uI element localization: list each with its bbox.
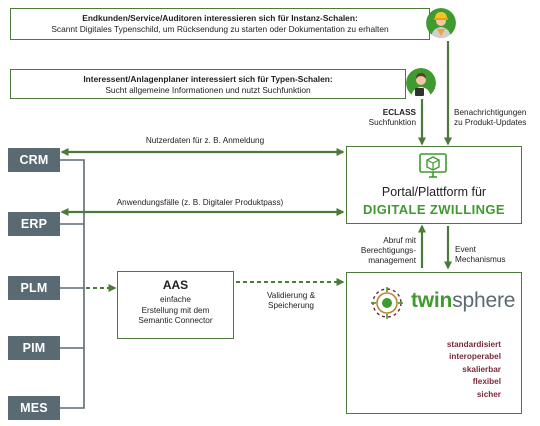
system-mes: MES [8, 396, 60, 420]
system-crm: CRM [8, 148, 60, 172]
aas-line1: einfache [160, 295, 191, 304]
logo-twin: twin [411, 289, 453, 312]
system-plm: PLM [8, 276, 60, 300]
portal-icon [419, 153, 447, 179]
end-customer-subtitle: Scannt Digitales Typenschild, um Rücksen… [51, 24, 389, 34]
twinsphere-box: twinsphere standardisiert interoperabel … [346, 272, 522, 414]
system-pim: PIM [8, 336, 60, 360]
portal-title: Portal/Plattform für [381, 185, 487, 199]
anwendungsfaelle-label: Anwendungsfälle (z. B. Digitaler Produkt… [116, 198, 284, 207]
planner-banner: Interessent/Anlagenplaner interessiert s… [10, 69, 406, 99]
nutzerdaten-label: Nutzerdaten für z. B. Anmeldung [145, 136, 265, 145]
eclass-label: ECLASS Suchfunktion [368, 108, 416, 127]
logo-sphere: sphere [452, 289, 516, 312]
feature-flexibel: flexibel [472, 377, 501, 387]
portal-box: Portal/Plattform für DIGITALE ZWILLINGE [346, 146, 522, 224]
feature-skalierbar: skalierbar [462, 364, 501, 374]
planner-title: Interessent/Anlagenplaner interessiert s… [83, 74, 333, 84]
end-customer-banner: Endkunden/Service/Auditoren interessiere… [10, 8, 430, 40]
aas-line3: Semantic Connector [138, 316, 213, 325]
systems-bracket [60, 159, 85, 409]
feature-standardisiert: standardisiert [446, 340, 501, 349]
worker-avatar-icon [426, 8, 456, 38]
abruf-label: Abruf mit Berechtigungs- management [360, 236, 416, 265]
end-customer-title: Endkunden/Service/Auditoren interessiere… [82, 13, 358, 23]
validierung-label: Validierung & Speicherung [266, 291, 316, 310]
aas-box: AAS einfache Erstellung mit dem Semantic… [117, 271, 234, 339]
portal-subtitle: DIGITALE ZWILLINGE [363, 202, 505, 217]
feature-sicher: sicher [476, 389, 501, 399]
system-erp: ERP [8, 212, 60, 236]
twinsphere-logo-icon [369, 285, 405, 321]
twinsphere-logo-text: twinsphere [411, 289, 515, 313]
planner-avatar-icon [406, 68, 436, 98]
twinsphere-features: standardisiert interoperabel skalierbar … [381, 339, 501, 409]
notification-label: Benachrichtigungen zu Produkt-Updates [454, 108, 527, 127]
event-label: Event Mechanismus [455, 245, 506, 264]
aas-title: AAS [162, 278, 189, 292]
planner-subtitle: Sucht allgemeine Informationen und nutzt… [105, 85, 311, 95]
aas-line2: Erstellung mit dem [141, 305, 210, 315]
feature-interoperabel: interoperabel [449, 352, 501, 362]
